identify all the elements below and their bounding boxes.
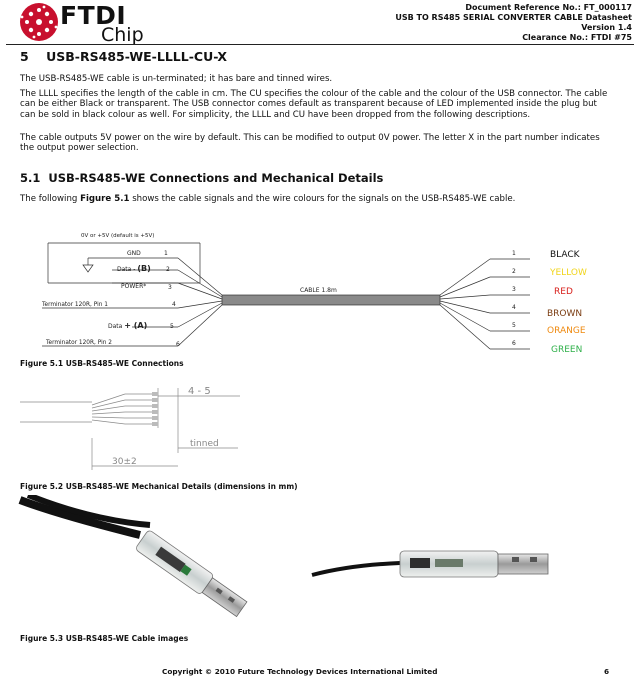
wire-color-label: BROWN: [547, 309, 582, 319]
left-pin-label: Terminator 120R, Pin 2: [45, 340, 112, 346]
dimension-length: 30±2: [112, 457, 137, 467]
dimension-tip: 4 - 5: [188, 386, 211, 397]
left-pin-number: 2: [166, 266, 170, 273]
wire-color-label: ORANGE: [547, 326, 586, 336]
left-pin-number: 1: [164, 250, 168, 257]
paragraph: The LLLL specifies the length of the cab…: [20, 89, 608, 120]
doc-title: USB TO RS485 SERIAL CONVERTER CABLE Data…: [395, 13, 632, 22]
figure-caption: Figure 5.1 USB-RS485-WE Connections: [20, 359, 184, 368]
document-header-info: Document Reference No.: FT_000117 USB TO…: [395, 3, 632, 43]
cable-body: [221, 294, 441, 306]
left-pin-label: Terminator 120R, Pin 1: [41, 302, 108, 308]
logo-text-chip: Chip: [101, 24, 144, 46]
logo-text-ftdi: FTDI: [60, 1, 127, 30]
paragraph: The following Figure 5.1 shows the cable…: [20, 194, 615, 204]
cable-photos: [18, 495, 549, 618]
left-pin-number: 6: [176, 341, 180, 348]
doc-version: Version 1.4: [581, 23, 632, 32]
cable-label: CABLE 1.8m: [300, 287, 337, 294]
left-pin-label: POWER*: [121, 283, 146, 290]
page-number: 6: [604, 667, 610, 676]
left-pin-label: Data - (B): [117, 264, 151, 273]
copyright-text: Copyright © 2010 Future Technology Devic…: [162, 667, 438, 676]
right-pin-number: 6: [512, 340, 516, 347]
power-note: 0V or +5V (default is +5V): [81, 233, 154, 239]
section-5-1-heading: 5.1 USB-RS485-WE Connections and Mechani…: [20, 171, 383, 185]
left-pin-number: 3: [168, 284, 172, 291]
doc-reference: Document Reference No.: FT_000117: [465, 3, 632, 12]
intro-text: The following: [20, 194, 81, 204]
figure-caption: Figure 5.2 USB-RS485-WE Mechanical Detai…: [20, 482, 298, 491]
left-pin-number: 4: [172, 301, 176, 308]
data-minus-label: Data -: [117, 266, 137, 273]
wire-color-label: YELLOW: [549, 268, 587, 278]
section-title: USB-RS485-WE Connections and Mechanical …: [48, 171, 384, 185]
right-pin-number: 5: [512, 322, 516, 329]
connection-diagram: 0V or +5V (default is +5V): [41, 233, 587, 355]
figure-caption: Figure 5.3 USB-RS485-WE Cable images: [20, 634, 189, 643]
paragraph: The USB-RS485-WE cable is un-terminated;…: [20, 74, 333, 84]
intro-text: shows the cable signals and the wire col…: [129, 194, 516, 204]
figure-reference: Figure 5.1: [80, 194, 130, 204]
right-pin-number: 3: [512, 286, 516, 293]
right-pin-number: 2: [512, 268, 516, 275]
section-number: 5: [20, 49, 29, 64]
left-pin-number: 5: [170, 323, 174, 330]
right-pin-number: 1: [512, 250, 516, 257]
wire-color-label: RED: [554, 287, 573, 297]
ftdi-logo: [14, 2, 174, 46]
left-pin-label: Data + (A): [108, 321, 147, 330]
tinned-label: tinned: [190, 439, 219, 449]
wire-color-label: GREEN: [551, 345, 582, 355]
mechanical-diagram: 4 - 5 tinned 30±2: [20, 386, 240, 470]
wire-color-label: BLACK: [550, 250, 581, 260]
section-number: 5.1: [20, 171, 41, 185]
cable-photo-angled: [18, 495, 248, 618]
header-divider: [6, 44, 634, 45]
paragraph: The cable outputs 5V power on the wire b…: [20, 133, 600, 154]
left-pin-label: GND: [127, 250, 141, 257]
doc-clearance: Clearance No.: FTDI #75: [522, 33, 632, 42]
section-title: USB-RS485-WE-LLLL-CU-X: [46, 49, 228, 64]
right-pin-number: 4: [512, 304, 516, 311]
cable-photo-horizontal: [311, 550, 549, 578]
section-5-heading: 5 USB-RS485-WE-LLLL-CU-X: [20, 49, 227, 64]
